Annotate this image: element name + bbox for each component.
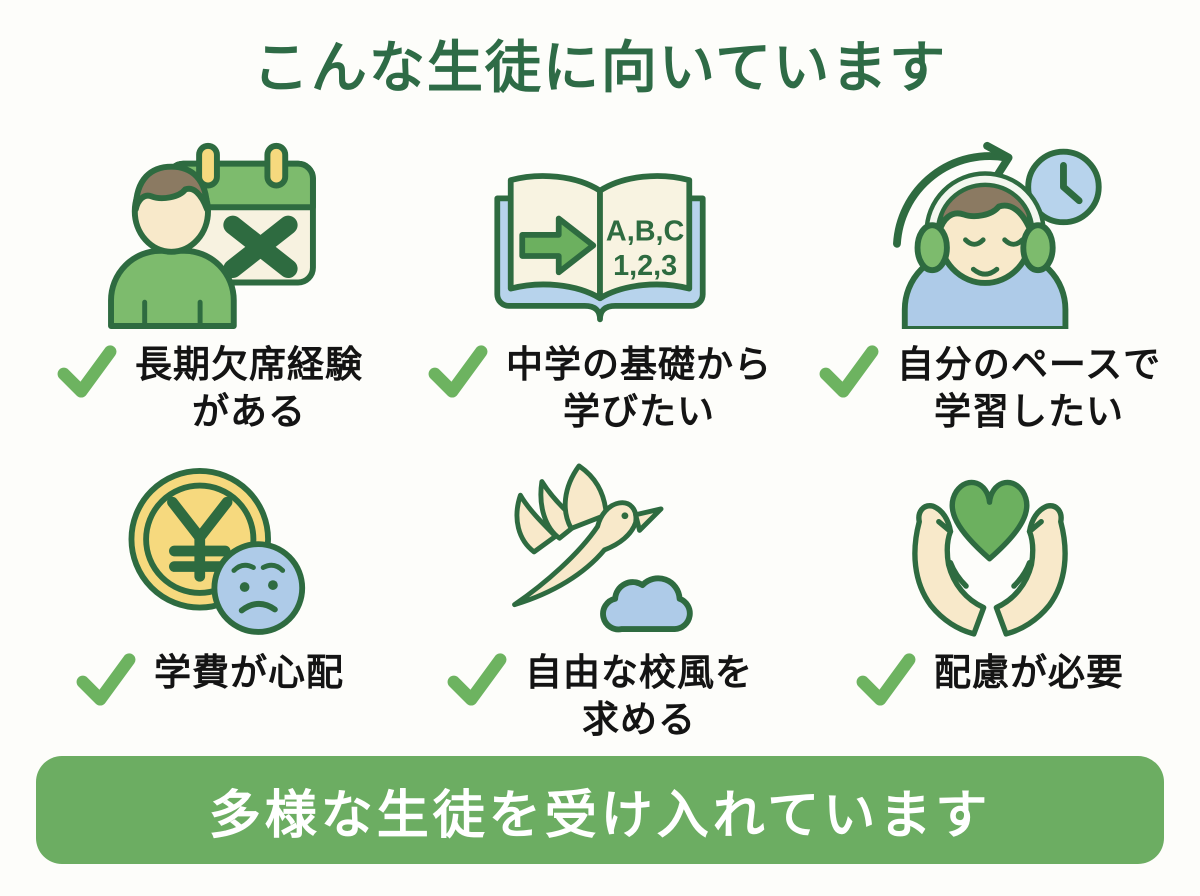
caption-line1: 自分のペースで <box>896 344 1162 386</box>
caption-line2: 求める <box>582 699 696 741</box>
caption-text: 学費が心配 <box>154 649 344 747</box>
check-icon <box>428 345 488 398</box>
caption-line2: 学習したい <box>934 391 1124 433</box>
check-icon <box>856 653 916 706</box>
caption-line1: 長期欠席経験 <box>135 344 363 386</box>
item-caption-tuition: 学費が心配 <box>18 649 402 747</box>
page-title: こんな生徒に向いています <box>252 36 948 99</box>
caption-line1: 配慮が必要 <box>934 652 1124 694</box>
caption-line1: 中学の基礎から <box>506 344 772 386</box>
items-grid: A,B,C 1,2,3 <box>0 124 1200 747</box>
absent-student-calendar-icon <box>18 124 402 330</box>
banner-label: 多様な生徒を受け入れています <box>208 786 992 845</box>
book-text-numbers: 1,2,3 <box>613 251 677 283</box>
item-caption-free-culture: 自由な校風を 求める <box>408 649 792 747</box>
caption-line1: 学費が心配 <box>154 652 344 694</box>
caption-line2: 学びたい <box>563 391 715 433</box>
item-caption-needs-care: 配慮が必要 <box>798 649 1182 747</box>
caption-text: 配慮が必要 <box>934 649 1124 747</box>
caption-line2: がある <box>192 391 306 433</box>
banner: 多様な生徒を受け入れています <box>36 756 1164 864</box>
tuition-yen-worry-icon <box>18 447 402 637</box>
care-hands-heart-icon <box>798 447 1182 637</box>
caption-text: 長期欠席経験 がある <box>135 341 363 447</box>
check-icon <box>819 345 879 398</box>
caption-text: 中学の基礎から 学びたい <box>506 341 772 447</box>
caption-text: 自分のペースで 学習したい <box>897 341 1161 447</box>
basics-textbook-icon: A,B,C 1,2,3 <box>408 124 792 329</box>
freedom-dove-icon <box>408 447 792 637</box>
caption-text: 自由な校風を 求める <box>525 649 753 747</box>
item-caption-learn-basics: 中学の基礎から 学びたい <box>408 341 792 447</box>
check-icon <box>447 653 507 706</box>
item-caption-long-absence: 長期欠席経験 がある <box>18 341 402 447</box>
check-icon <box>76 653 136 706</box>
own-pace-headphones-icon <box>798 124 1182 330</box>
item-caption-own-pace: 自分のペースで 学習したい <box>798 341 1182 447</box>
check-icon <box>57 345 117 398</box>
caption-line1: 自由な校風を <box>525 652 753 694</box>
book-text-letters: A,B,C <box>606 216 685 248</box>
